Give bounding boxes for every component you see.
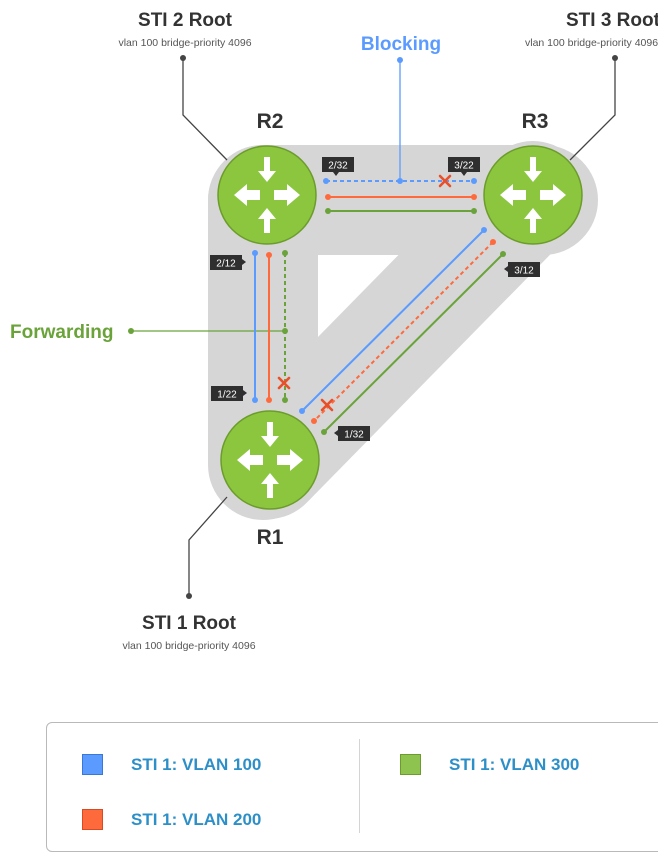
link-end <box>252 250 258 256</box>
leader-sti1 <box>188 496 228 596</box>
sti2-root-subtitle: vlan 100 bridge-priority 4096 <box>118 37 251 49</box>
port-label-3-12: 3/12 <box>504 262 540 277</box>
sti3-root-title: STI 3 Root <box>566 10 658 31</box>
link-end <box>266 252 272 258</box>
blocked-markers <box>277 174 452 412</box>
legend-item-vlan100: STI 1: VLAN 100 <box>82 754 261 775</box>
legend-divider <box>359 739 360 833</box>
sti3-root-subtitle: vlan 100 bridge-priority 4096 <box>525 37 658 49</box>
blocking-label: Blocking <box>361 34 441 55</box>
svg-text:3/12: 3/12 <box>514 266 534 277</box>
leader-dot-sti1 <box>186 593 192 599</box>
leader-sti3 <box>569 58 616 161</box>
link-end <box>266 397 272 403</box>
legend-label-vlan200: STI 1: VLAN 200 <box>131 809 262 829</box>
legend: STI 1: VLAN 100 STI 1: VLAN 200 STI 1: V… <box>46 722 658 852</box>
router-r1[interactable] <box>220 410 320 510</box>
legend-swatch-vlan300 <box>400 754 421 775</box>
link-end <box>471 194 477 200</box>
link-r3-r1-vlan100 <box>301 229 485 412</box>
links-r3-r1 <box>301 229 504 433</box>
svg-text:1/22: 1/22 <box>217 390 237 401</box>
link-end <box>299 408 305 414</box>
leader-dot-blocking <box>397 57 403 63</box>
port-labels: 2/32 3/22 2/12 3/12 1/22 1/32 <box>210 157 540 441</box>
link-r3-r1-vlan200-blocked <box>313 241 494 422</box>
link-end <box>311 418 317 424</box>
port-label-1-22: 1/22 <box>211 386 247 401</box>
link-end <box>325 208 331 214</box>
legend-label-vlan300: STI 1: VLAN 300 <box>449 754 580 774</box>
router-r2[interactable] <box>217 145 317 245</box>
link-end <box>325 194 331 200</box>
link-end <box>481 227 487 233</box>
legend-swatch-vlan200 <box>82 809 103 830</box>
link-end <box>323 178 329 184</box>
sti1-root-subtitle: vlan 100 bridge-priority 4096 <box>122 640 255 652</box>
forwarding-label: Forwarding <box>10 322 113 343</box>
link-end <box>282 250 288 256</box>
svg-text:3/22: 3/22 <box>454 161 474 172</box>
sti2-root-title: STI 2 Root <box>138 10 233 31</box>
leader-lines <box>131 58 616 596</box>
link-end <box>397 178 403 184</box>
port-label-2-12: 2/12 <box>210 255 246 270</box>
leader-dot-sti3 <box>612 55 618 61</box>
legend-item-vlan200: STI 1: VLAN 200 <box>82 809 261 830</box>
link-end <box>321 429 327 435</box>
router-label-r3: R3 <box>522 110 549 133</box>
router-label-r2: R2 <box>257 110 284 133</box>
blocked-x-icon <box>277 376 291 390</box>
legend-label-vlan100: STI 1: VLAN 100 <box>131 754 262 774</box>
svg-text:2/12: 2/12 <box>216 259 236 270</box>
blocked-x-icon <box>438 174 452 188</box>
link-end <box>490 239 496 245</box>
link-end <box>252 397 258 403</box>
link-end <box>282 397 288 403</box>
router-r3[interactable] <box>483 145 583 245</box>
router-label-r1: R1 <box>257 526 284 549</box>
leader-dot-forwarding <box>128 328 134 334</box>
link-end <box>471 178 477 184</box>
blocked-x-icon <box>320 398 334 412</box>
svg-text:1/32: 1/32 <box>344 430 364 441</box>
sti1-root-title: STI 1 Root <box>142 613 237 634</box>
port-label-2-32: 2/32 <box>322 157 354 176</box>
legend-item-vlan300: STI 1: VLAN 300 <box>400 754 579 775</box>
svg-text:2/32: 2/32 <box>328 161 348 172</box>
link-end <box>500 251 506 257</box>
legend-swatch-vlan100 <box>82 754 103 775</box>
links-r2-r1 <box>254 253 286 400</box>
port-label-3-22: 3/22 <box>448 157 480 176</box>
leader-dot-sti2 <box>180 55 186 61</box>
leader-sti2 <box>182 58 228 161</box>
link-r3-r1-vlan300 <box>323 253 504 433</box>
link-end <box>471 208 477 214</box>
port-label-1-32: 1/32 <box>334 426 370 441</box>
